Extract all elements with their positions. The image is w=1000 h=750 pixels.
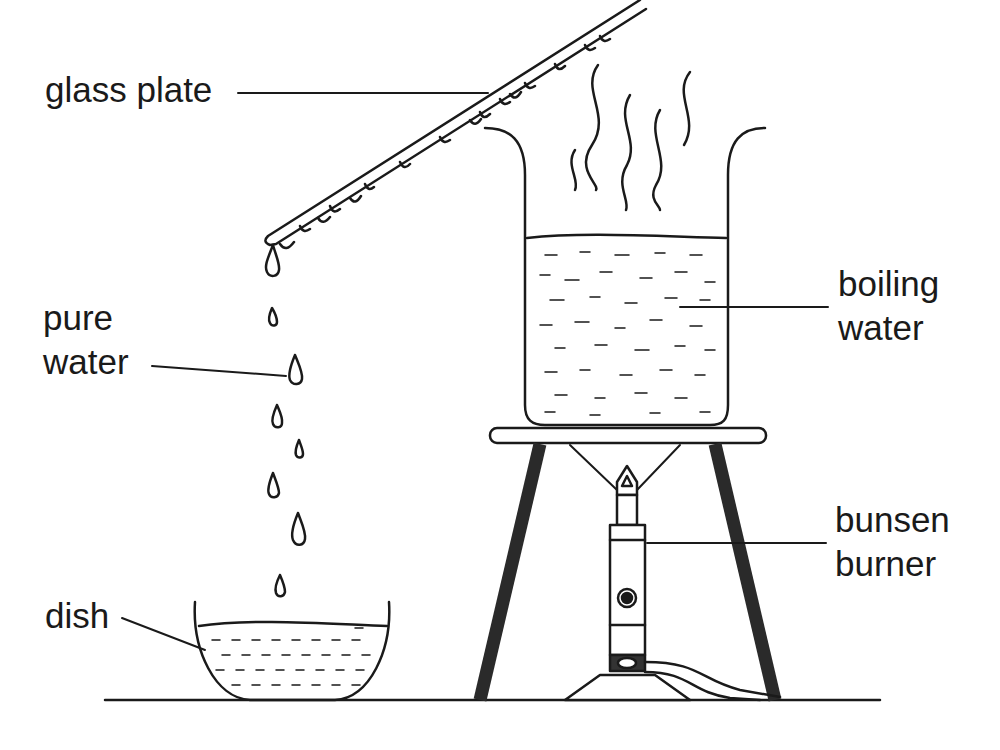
beaker — [485, 128, 765, 425]
part-label: boiling water — [838, 262, 988, 350]
leader-lines — [122, 93, 828, 650]
bunsen-burner — [565, 466, 780, 700]
part-label: dish — [45, 594, 195, 638]
dish — [195, 602, 390, 700]
water-drops — [266, 245, 305, 596]
steam — [571, 65, 690, 210]
part-label: pure water — [43, 296, 163, 384]
part-label: glass plate — [45, 68, 345, 112]
part-label: bunsen burner — [835, 498, 990, 586]
bench-line — [105, 699, 880, 702]
glass-plate — [265, 0, 646, 248]
tripod — [480, 428, 775, 700]
